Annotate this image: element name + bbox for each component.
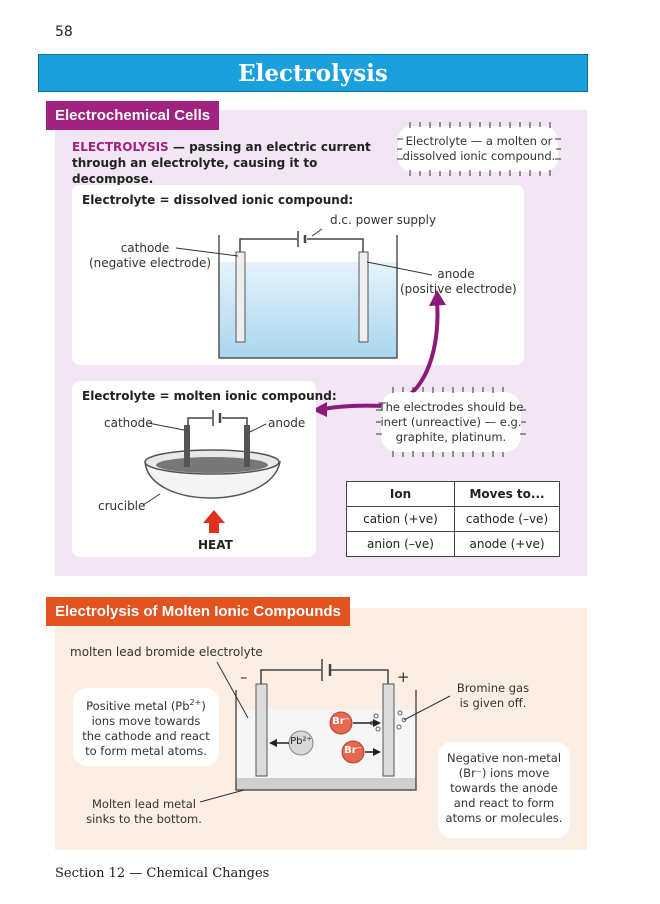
cathode-leader xyxy=(175,247,239,257)
electrolyte-note-line2: dissolved ionic compound. xyxy=(402,149,556,163)
molten-cathode-electrode xyxy=(184,425,190,467)
negative-line4: and react to form xyxy=(453,796,555,810)
power-supply-label: d.c. power supply xyxy=(330,213,437,227)
inert-note-text: The electrodes should be inert (unreacti… xyxy=(375,400,527,445)
anode-leader xyxy=(366,261,433,276)
bromine-line2: is given off. xyxy=(459,696,527,710)
cathode-label-line1: cathode xyxy=(120,241,170,255)
bromine-bubbles xyxy=(369,710,407,732)
definition-keyword: ELECTROLYSIS xyxy=(72,140,169,154)
lead-wire-left xyxy=(260,669,321,684)
electrolyte-label: molten lead bromide electrolyte xyxy=(70,645,263,659)
lead-wire-right xyxy=(331,669,389,684)
br-ion-bottom-label: Br⁻ xyxy=(344,745,362,756)
electrolyte-note-line1: Electrolyte — a molten or xyxy=(405,134,553,148)
pb-ion-label: Pb²⁺ xyxy=(290,736,312,747)
electrolyte-note: Electrolyte — a molten or dissolved ioni… xyxy=(396,121,562,177)
ion-table-cell: anion (–ve) xyxy=(346,531,455,557)
inert-note-line3: graphite, platinum. xyxy=(395,430,507,444)
anode-label-line2: (positive electrode) xyxy=(400,282,517,296)
page-number: 58 xyxy=(55,24,73,40)
positive-ions-note: Positive metal (Pb2+) ions move towards … xyxy=(73,688,219,766)
inert-note-line1: The electrodes should be xyxy=(378,400,524,414)
heat-arrow-icon xyxy=(203,510,225,533)
negative-ions-note: Negative non-metal (Br⁻) ions move towar… xyxy=(438,742,570,838)
definition-line1: — passing an electric current xyxy=(172,140,371,154)
molten-cathode-leader xyxy=(147,422,185,431)
title-banner: Electrolysis xyxy=(38,54,588,92)
electrolysis-definition: ELECTROLYSIS — passing an electric curre… xyxy=(72,139,372,187)
definition-line2: through an electrolyte, causing it to de… xyxy=(72,156,318,186)
page-title: Electrolysis xyxy=(238,59,388,87)
negative-line1: Negative non-metal xyxy=(446,751,562,765)
power-leader xyxy=(311,228,323,237)
positive-superscript: 2+ xyxy=(189,698,202,707)
arrow-right-icon xyxy=(373,719,381,727)
br-ion-top-label: Br⁻ xyxy=(332,716,350,727)
positive-line4: to form metal atoms. xyxy=(85,743,207,758)
crucible-leader xyxy=(142,493,161,506)
molten-anode-label: anode xyxy=(268,416,306,430)
footer-section-label: Section 12 — Chemical Changes xyxy=(55,866,270,881)
heat-label: HEAT xyxy=(198,538,233,552)
bromine-line1: Bromine gas xyxy=(456,681,530,695)
spike-border-icon xyxy=(376,387,526,457)
bromine-leader xyxy=(403,695,451,721)
dissolved-heading: Electrolyte = dissolved ionic compound: xyxy=(82,193,354,207)
crucible-label: crucible xyxy=(98,499,146,513)
ion-table-header-moves: Moves to... xyxy=(454,481,560,507)
ion-table-cell: cathode (–ve) xyxy=(454,506,560,532)
lead-cathode-electrode xyxy=(255,683,268,777)
section2-heading: Electrolysis of Molten Ionic Compounds xyxy=(46,597,350,626)
negative-ions-text: Negative non-metal (Br⁻) ions move towar… xyxy=(438,742,570,826)
cathode-label: cathode (negative electrode) xyxy=(89,241,211,271)
cathode-label-line2: (negative electrode) xyxy=(89,256,212,270)
molten-anode-leader xyxy=(249,423,267,433)
lead-metal-leader xyxy=(199,789,245,803)
arrow-right-icon xyxy=(373,748,381,756)
wire-right xyxy=(307,238,364,252)
wire-left xyxy=(239,238,297,252)
positive-line1-end: ) xyxy=(201,698,206,713)
negative-line5: atoms or molecules. xyxy=(445,811,563,825)
arrow-head-up-icon xyxy=(429,290,446,306)
inert-electrodes-note: The electrodes should be inert (unreacti… xyxy=(375,386,527,458)
spike-border-icon xyxy=(397,122,561,176)
inert-note-line2: inert (unreactive) — e.g. xyxy=(380,415,522,429)
anode-label: anode (positive electrode) xyxy=(400,267,517,297)
molten-lead-layer xyxy=(236,778,416,790)
positive-line2: ions move towards xyxy=(91,713,201,728)
molten-heading: Electrolyte = molten ionic compound: xyxy=(82,389,337,403)
cathode-minus-sign: – xyxy=(240,668,248,686)
electrolyte-leader xyxy=(216,661,249,719)
molten-lead-line2: sinks to the bottom. xyxy=(86,812,202,826)
positive-line1: Positive metal (Pb xyxy=(86,698,190,713)
molten-lead-line1: Molten lead metal xyxy=(92,797,196,811)
anode-label-line1: anode xyxy=(437,267,475,281)
electrolyte-note-text: Electrolyte — a molten or dissolved ioni… xyxy=(396,134,562,164)
molten-lead-note: Molten lead metal sinks to the bottom. xyxy=(78,797,210,827)
lead-anode-electrode xyxy=(382,683,395,777)
ion-table: Ion Moves to... cation (+ve) cathode (–v… xyxy=(346,481,560,557)
positive-ions-text: Positive metal (Pb2+) ions move towards … xyxy=(73,688,219,759)
bromine-note: Bromine gas is given off. xyxy=(448,681,538,711)
section1-heading: Electrochemical Cells xyxy=(46,101,220,130)
br-ion-bottom xyxy=(341,740,365,764)
negative-line2: (Br⁻) ions move xyxy=(458,766,550,780)
negative-line3: towards the anode xyxy=(450,781,558,795)
ion-table-cell: anode (+ve) xyxy=(454,531,560,557)
tank xyxy=(235,690,417,791)
molten-cathode-label: cathode xyxy=(104,416,153,430)
anode-plus-sign: + xyxy=(397,668,410,686)
arrow-to-molten xyxy=(323,403,385,411)
beaker xyxy=(218,235,398,359)
br-ion-top xyxy=(329,711,353,735)
molten-anode-electrode xyxy=(244,425,250,467)
arrow-head-left-icon xyxy=(312,402,327,417)
positive-line3: the cathode and react xyxy=(82,728,210,743)
arrow-left-icon xyxy=(269,739,277,747)
